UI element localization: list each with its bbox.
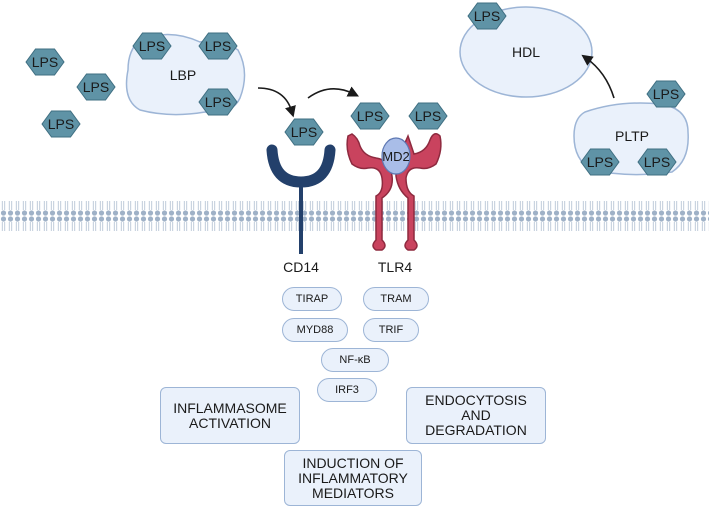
lps-label: LPS: [415, 108, 441, 124]
cd14-receptor: [266, 144, 336, 254]
tlr4-label: TLR4: [378, 259, 412, 275]
lps-label: LPS: [587, 154, 613, 170]
lps-hexagon: [198, 88, 238, 116]
lps-hexagon: [580, 148, 620, 176]
adaptor-tirap: TIRAP: [282, 287, 342, 311]
lps-hexagon: [467, 2, 507, 30]
lps-hexagon: [408, 102, 448, 130]
adaptor-myd88: MYD88: [282, 318, 348, 342]
lps-label: LPS: [653, 86, 679, 102]
arrow-cd14-to-tlr4: [307, 86, 360, 99]
md2-protein: [381, 137, 411, 175]
lps-hexagon: [198, 32, 238, 60]
arrow-lbp-to-cd14: [257, 87, 296, 118]
lps-label: LPS: [139, 38, 165, 54]
lps-molecules: LPS LPS LPS LPS LPS LPS LPS LPS LPS LPS LPS LPS LPS: [25, 2, 686, 176]
arrow-pltp-to-hdl: [581, 54, 615, 99]
lps-hexagon: [637, 148, 677, 176]
lbp-label: LBP: [170, 67, 196, 83]
lps-hexagon: [76, 73, 116, 101]
lps-hexagon: [132, 32, 172, 60]
hdl-label: HDL: [512, 44, 540, 60]
lps-hexagon: [41, 110, 81, 138]
lps-label: LPS: [474, 8, 500, 24]
cd14-label: CD14: [283, 259, 319, 275]
lps-label: LPS: [205, 38, 231, 54]
outcome-inflammasome: INFLAMMASOME ACTIVATION: [160, 387, 300, 444]
lps-label: LPS: [48, 116, 74, 132]
lps-label: LPS: [291, 124, 317, 140]
adaptor-trif: TRIF: [363, 318, 419, 342]
adaptor-tram: TRAM: [363, 287, 429, 311]
md2-label: MD2: [382, 149, 409, 164]
adaptor-nfkb: NF-κB: [321, 348, 389, 372]
lps-label: LPS: [644, 154, 670, 170]
lps-label: LPS: [32, 54, 58, 70]
lps-hexagon: [25, 48, 65, 76]
outcome-endocytosis: ENDOCYTOSIS AND DEGRADATION: [406, 387, 546, 444]
lps-hexagon: [350, 102, 390, 130]
cell-membrane: [0, 198, 709, 234]
pltp-label: PLTP: [615, 128, 649, 144]
lps-hexagon: [646, 80, 686, 108]
lps-label: LPS: [205, 94, 231, 110]
outcome-induction: INDUCTION OF INFLAMMATORY MEDIATORS: [284, 450, 422, 506]
lps-label: LPS: [83, 79, 109, 95]
lps-label: LPS: [357, 108, 383, 124]
adaptor-irf3: IRF3: [317, 378, 377, 402]
lps-hexagon: [284, 118, 324, 146]
